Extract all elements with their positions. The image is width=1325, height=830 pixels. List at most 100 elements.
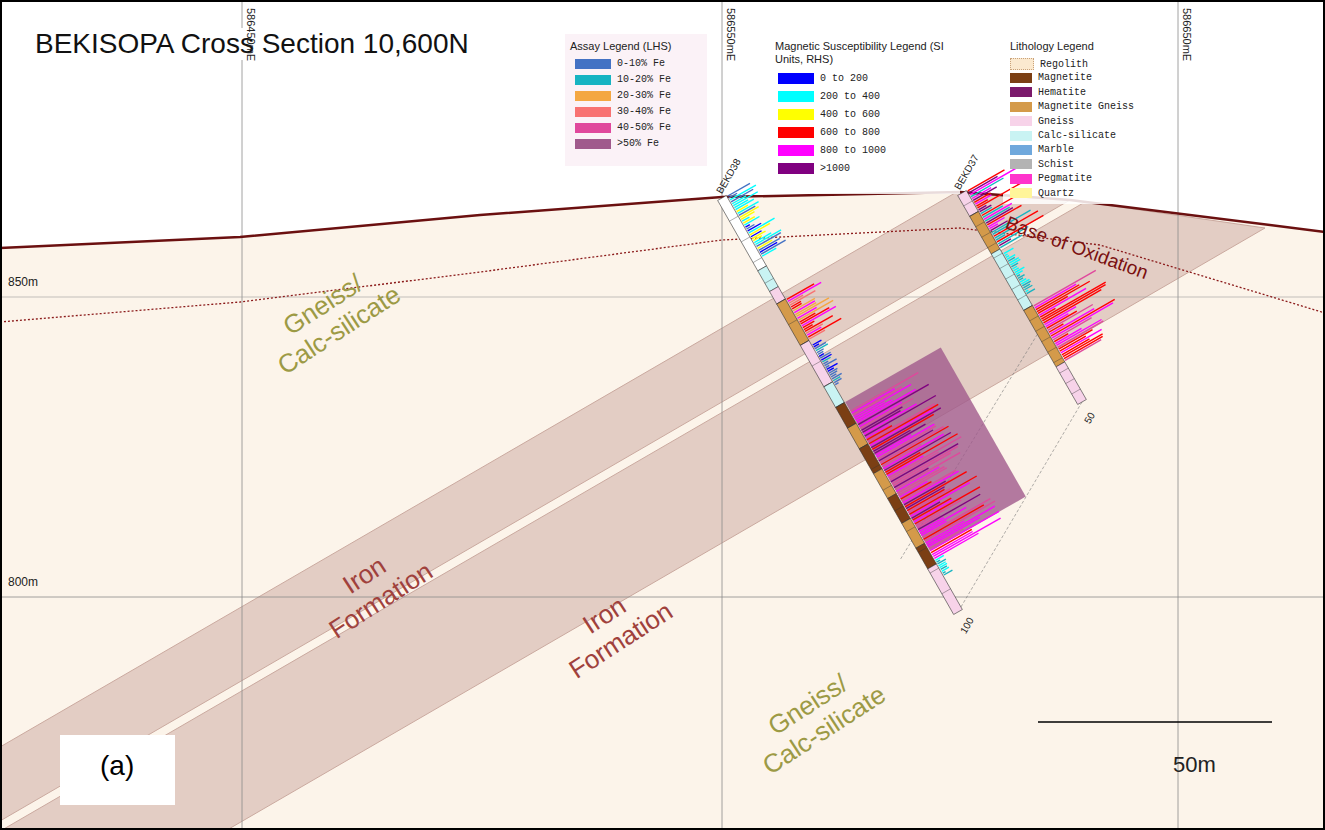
downhole-bar — [750, 223, 770, 234]
legend-text: >1000 — [820, 163, 850, 174]
legend-swatch — [575, 107, 611, 117]
lithology-interval — [928, 564, 963, 614]
depth-tick — [918, 547, 927, 552]
legend-text: Pegmatite — [1038, 173, 1092, 184]
legend-swatch — [778, 91, 814, 102]
downhole-bar — [753, 236, 762, 241]
downhole-bar — [1027, 289, 1035, 294]
legend-text: 800 to 1000 — [820, 145, 886, 156]
downhole-bar — [834, 378, 841, 382]
downhole-bar — [932, 531, 973, 554]
depth-tick — [1042, 337, 1051, 342]
downhole-bar — [835, 383, 838, 385]
legend-item: 30-40% Fe — [575, 106, 671, 117]
legend-item: 0 to 200 — [778, 73, 868, 84]
depth-tick — [836, 403, 845, 408]
legend-swatch — [575, 139, 611, 149]
downhole-bar — [745, 225, 749, 227]
downhole-bar — [738, 202, 759, 214]
legend-text: Calc-silicate — [1038, 130, 1116, 141]
legend-swatch — [575, 59, 611, 69]
downhole-bar — [749, 218, 775, 233]
downhole-bar — [744, 216, 759, 225]
depth-tick — [883, 485, 892, 490]
legend-item: Gneiss — [1010, 116, 1074, 127]
grid-line — [242, 0, 243, 830]
elevation-label: 850m — [8, 276, 38, 290]
depth-tick — [1030, 316, 1039, 321]
elevation-label: 800m — [8, 576, 38, 590]
legend-swatch — [575, 91, 611, 101]
downhole-bar — [908, 489, 950, 513]
legend-swatch — [575, 123, 611, 133]
grid-line — [722, 0, 723, 830]
legend-item: Calc-silicate — [1010, 130, 1116, 141]
downhole-bar — [822, 357, 830, 362]
legend-item: 20-30% Fe — [575, 90, 671, 101]
downhole-bar — [922, 499, 990, 538]
downhole-bar — [1065, 340, 1101, 361]
downhole-bar — [1064, 336, 1103, 358]
lithology-interval — [888, 494, 911, 524]
legend-item: Marble — [1010, 144, 1074, 155]
depth-tick — [765, 278, 774, 283]
legend-text: 200 to 400 — [820, 91, 880, 102]
depth-tick — [964, 201, 973, 206]
downhole-bar — [808, 318, 841, 337]
legend-swatch — [1010, 131, 1032, 141]
downhole-bar — [1016, 271, 1023, 275]
iron-formation-band — [0, 193, 1070, 821]
legend-swatch — [778, 73, 814, 84]
iron-formation-band — [2, 202, 1265, 830]
downhole-bar — [850, 373, 918, 412]
grid-line — [1178, 0, 1179, 830]
depth-tick — [1012, 285, 1021, 290]
depth-tick — [1018, 295, 1027, 300]
downhole-bar — [826, 365, 830, 367]
downhole-bar — [859, 402, 902, 426]
legend-text: Hematite — [1038, 87, 1086, 98]
legend-item: 10-20% Fe — [575, 74, 671, 85]
legend-item: Schist — [1010, 159, 1074, 170]
legend-text: 20-30% Fe — [617, 90, 671, 101]
depth-tick — [1066, 379, 1075, 384]
downhole-bar — [944, 570, 953, 575]
depth-tick — [1072, 389, 1081, 394]
downhole-bar — [801, 308, 830, 324]
lithology-interval — [824, 382, 844, 408]
legend-item: Regolith — [1010, 58, 1088, 70]
lithology-interval — [847, 423, 867, 449]
downhole-bar — [933, 518, 1000, 556]
lithology-interval — [916, 543, 936, 569]
depth-tick — [847, 423, 856, 428]
downhole-bar — [1005, 254, 1008, 256]
depth-tick — [994, 253, 1003, 258]
depth-tick — [1048, 347, 1057, 352]
depth-tick — [970, 211, 979, 216]
legend-swatch — [575, 75, 611, 85]
grid-easting: 586450mE — [244, 8, 257, 61]
downhole-bar — [1019, 278, 1023, 280]
legend-text: Schist — [1038, 159, 1074, 170]
legend-text: 30-40% Fe — [617, 106, 671, 117]
legend-item: >50% Fe — [575, 138, 659, 149]
depth-tick — [988, 243, 997, 248]
legend-text: >50% Fe — [617, 138, 659, 149]
lithology-interval — [718, 196, 767, 271]
scale-bar — [1038, 721, 1272, 723]
depth-tick — [1024, 305, 1033, 310]
depth-tick — [800, 340, 809, 345]
downhole-bar — [1004, 248, 1014, 254]
downhole-bar — [809, 330, 825, 339]
grid-easting: 586650mE — [1180, 8, 1193, 61]
legend-panel — [770, 34, 960, 194]
legend-text: 40-50% Fe — [617, 122, 671, 133]
downhole-bar — [1048, 305, 1093, 331]
legend-swatch — [1010, 102, 1032, 112]
legend-item: 800 to 1000 — [778, 145, 886, 156]
downhole-bar — [1026, 290, 1029, 292]
downhole-bar — [1017, 275, 1020, 277]
legend-text: 400 to 600 — [820, 109, 880, 120]
legend-panel — [1003, 34, 1173, 204]
